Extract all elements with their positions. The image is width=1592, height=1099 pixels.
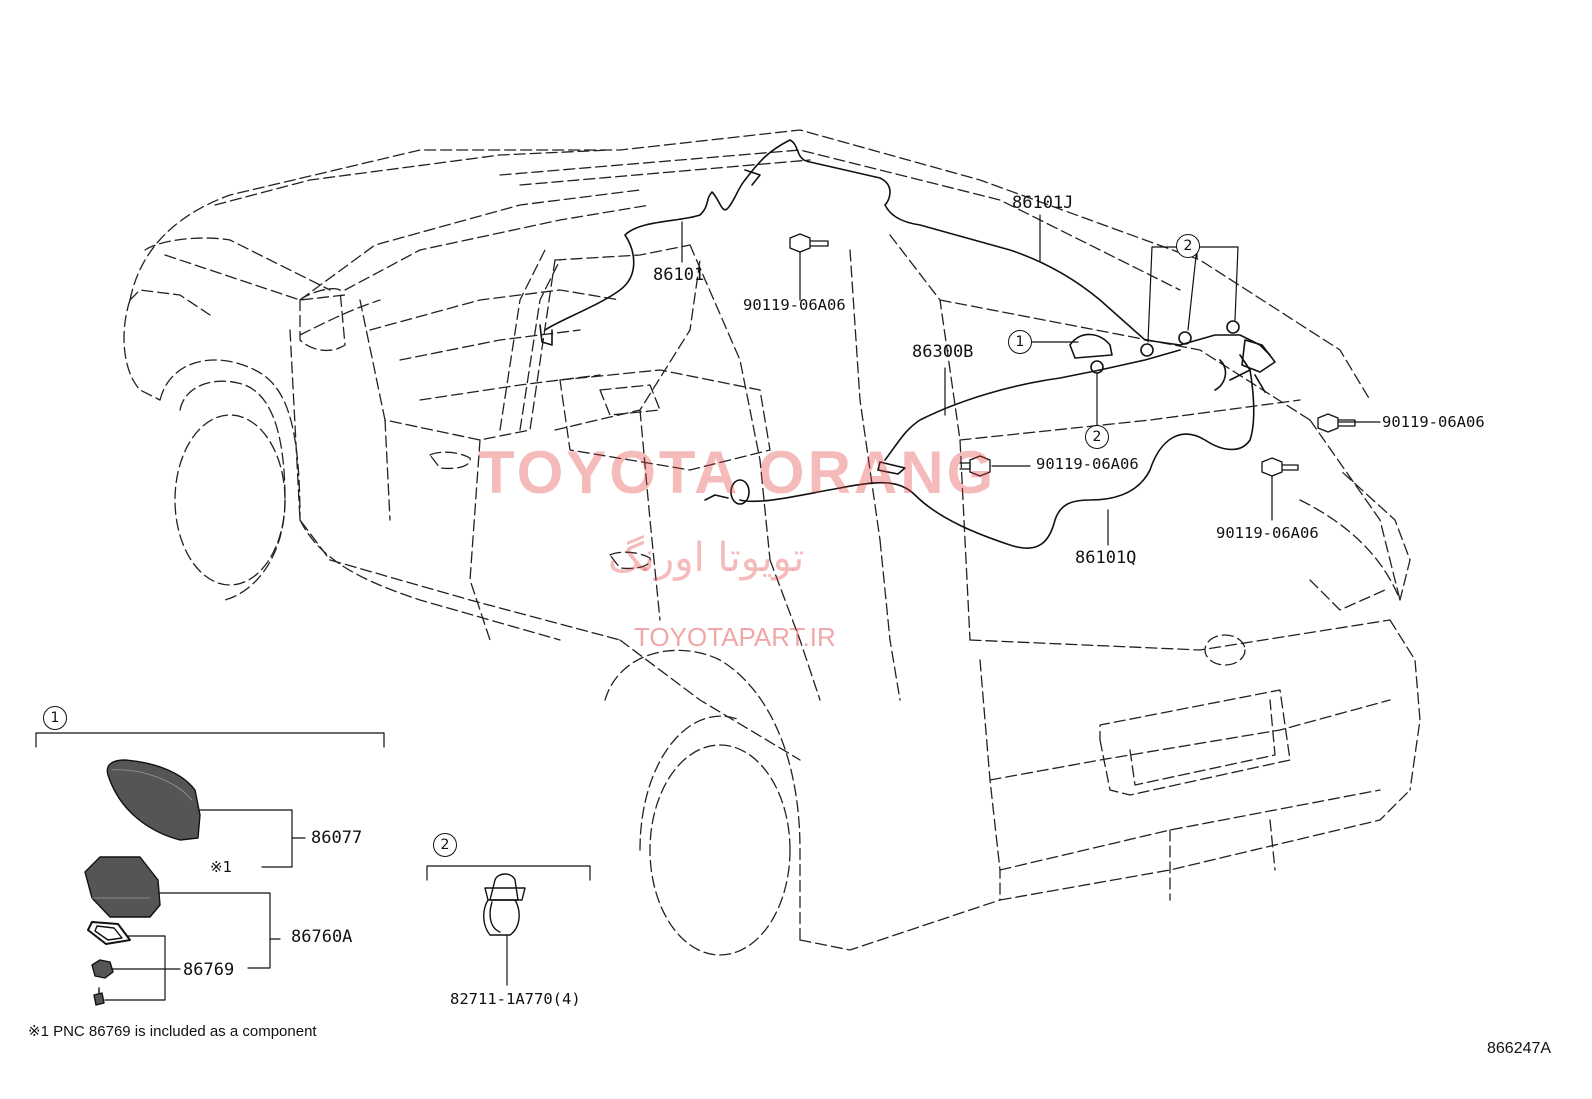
vehicle-outline bbox=[123, 129, 1421, 956]
bolt-icon-2 bbox=[959, 455, 991, 477]
cord-86101J bbox=[744, 139, 1271, 356]
part-label-bolt-top: 90119-06A06 bbox=[743, 296, 846, 314]
shark-fin-antenna-cover bbox=[106, 759, 201, 841]
part-label-86101J: 86101J bbox=[1012, 193, 1074, 213]
part-label-86101Q: 86101Q bbox=[1075, 548, 1137, 568]
antenna-nut bbox=[91, 959, 114, 979]
callout-2-roof-lower: 2 bbox=[1085, 425, 1109, 449]
part-label-bolt-lower: 90119-06A06 bbox=[1216, 524, 1319, 542]
bolt-icon-4 bbox=[1261, 457, 1299, 477]
bolt-icons bbox=[789, 233, 1356, 477]
part-label-82711: 82711-1A770(4) bbox=[450, 990, 581, 1008]
part-label-86300B: 86300B bbox=[912, 342, 974, 362]
bolt-icon-1 bbox=[789, 233, 829, 253]
callout-2-inset: 2 bbox=[433, 833, 457, 857]
callout-1-inset: 1 bbox=[43, 706, 67, 730]
part-label-bolt-right: 90119-06A06 bbox=[1382, 413, 1485, 431]
cord-86101Q bbox=[739, 354, 1255, 549]
part-label-86101: 86101 bbox=[653, 265, 705, 285]
part-label-bolt-middle: 90119-06A06 bbox=[1036, 455, 1139, 473]
bolt-icon-3 bbox=[1317, 413, 1356, 433]
callout-2-roof-top: 2 bbox=[1176, 234, 1200, 258]
antenna-gasket bbox=[87, 921, 131, 945]
watermark-brand-persian: تویوتا اورنگ bbox=[608, 535, 805, 581]
callout-1-roof: 1 bbox=[1008, 330, 1032, 354]
watermark-brand: TOYOTA ORANG bbox=[478, 439, 997, 506]
watermark-url: TOYOTAPART.IR bbox=[634, 622, 836, 652]
part-label-86077: 86077 bbox=[311, 828, 363, 848]
antenna-cords bbox=[539, 139, 1276, 549]
cord-clamp-clip bbox=[483, 873, 526, 936]
part-label-86760A: 86760A bbox=[291, 927, 353, 947]
cord-86300B bbox=[884, 349, 1181, 461]
footnote: ※1 PNC 86769 is included as a component bbox=[28, 1023, 317, 1040]
note-marker: ※1 bbox=[210, 858, 233, 876]
antenna-screw bbox=[93, 987, 105, 1006]
diagram-id: 866247A bbox=[1487, 1040, 1552, 1057]
cord-86101 bbox=[544, 179, 746, 331]
part-label-86769: 86769 bbox=[183, 960, 235, 980]
leader-lines bbox=[35, 214, 1381, 1001]
antenna-base-unit bbox=[84, 856, 161, 918]
